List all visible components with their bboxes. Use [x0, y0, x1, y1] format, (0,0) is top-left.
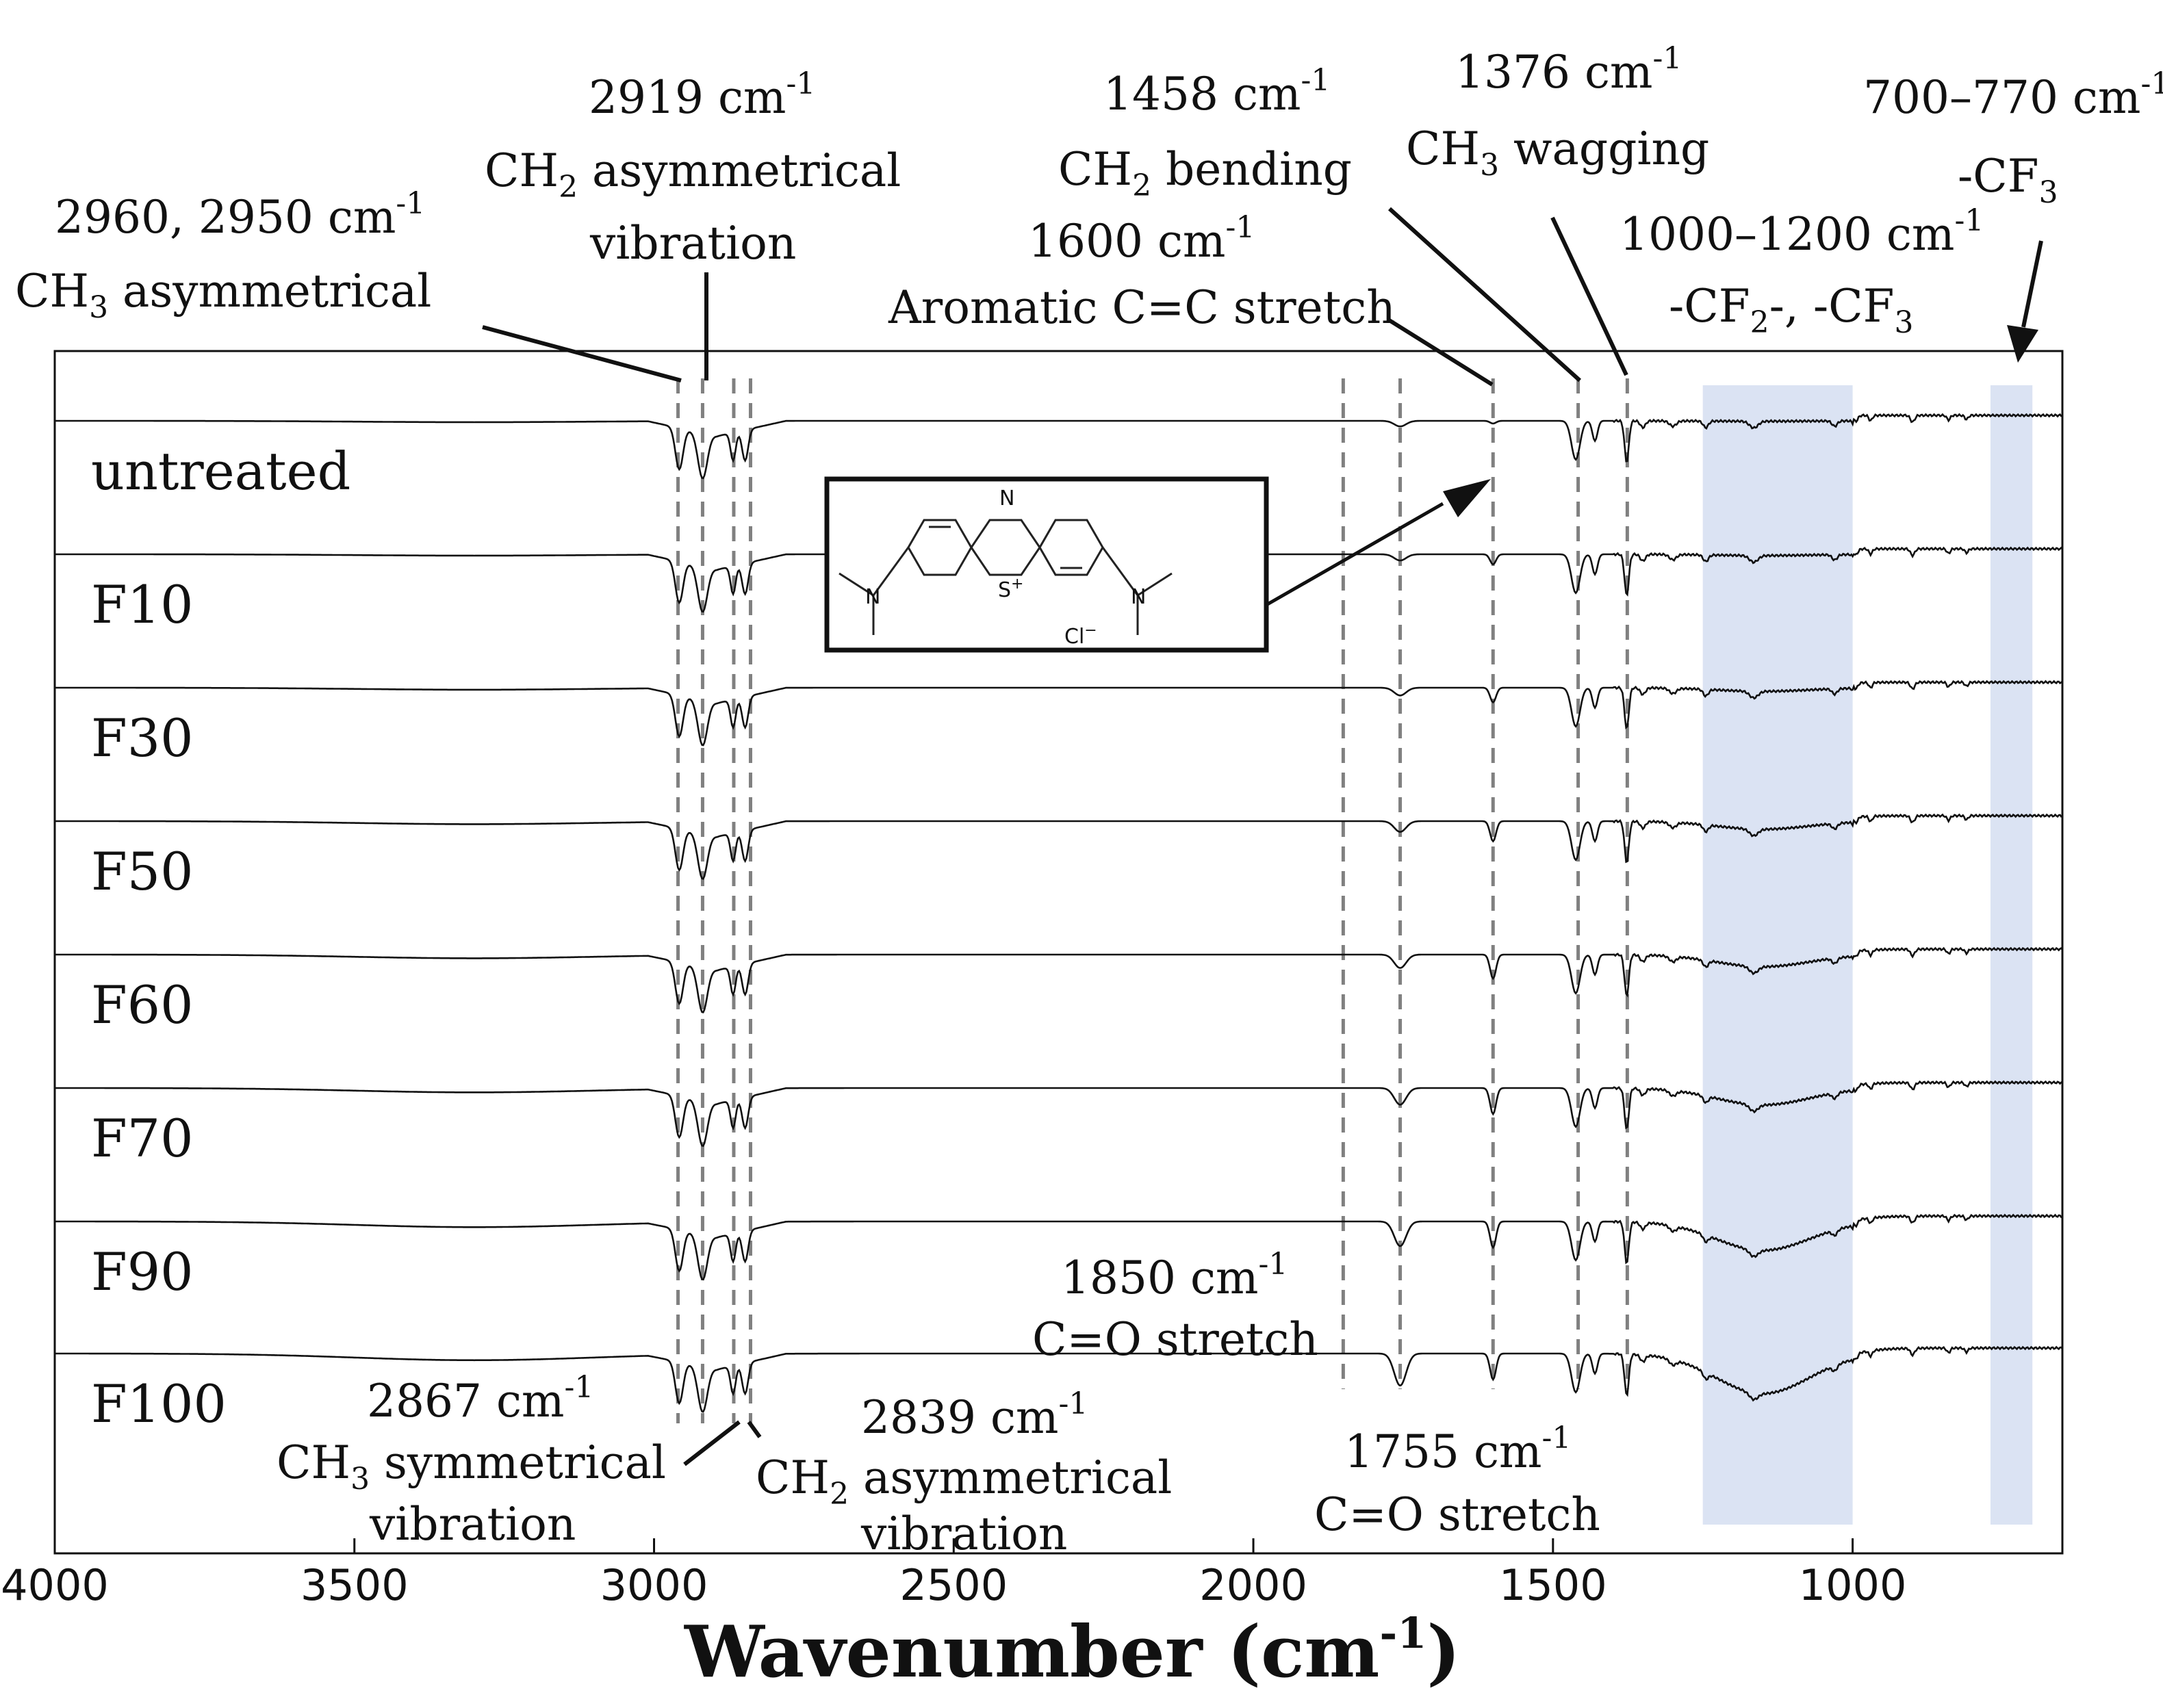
- spectrum-F70: [55, 1080, 2063, 1147]
- plot-frame: [53, 350, 2064, 1555]
- annotation-1600: 1600 cm-1 Aromatic C=C stretch: [888, 210, 1494, 387]
- spectrum-untreated: [55, 413, 2062, 480]
- annotation-2919: 2919 cm-1 CH2 asymmetrical vibration: [485, 66, 901, 380]
- atom-s: S+: [998, 575, 1023, 602]
- spectrum-F90: [55, 1213, 2063, 1281]
- shaded-region-1: [1990, 385, 2033, 1525]
- atom-cl: Cl−: [1064, 622, 1097, 649]
- svg-text:C=O stretch: C=O stretch: [1314, 1488, 1600, 1541]
- atom-n-left: N: [865, 585, 880, 609]
- svg-text:CH2 asymmetrical: CH2 asymmetrical: [756, 1451, 1172, 1512]
- annotation-2839: 2839 cm-1 CH2 asymmetrical vibration: [747, 1386, 1172, 1560]
- svg-text:CH2 bending: CH2 bending: [1058, 143, 1352, 203]
- svg-text:-CF2-, -CF3: -CF2-, -CF3: [1669, 280, 1913, 340]
- x-tick-label-2500: 2500: [899, 1560, 1008, 1610]
- x-tick-label-4000: 4000: [1, 1560, 109, 1610]
- svg-text:C=O stretch: C=O stretch: [1032, 1313, 1318, 1366]
- x-axis-ticks: 4000 3500 3000 2500 2000 1500 1000: [1, 1538, 1906, 1610]
- atom-n-right: N: [1131, 585, 1146, 609]
- series-label-F50: F50: [91, 841, 193, 902]
- svg-text:2919 cm-1: 2919 cm-1: [589, 66, 815, 124]
- annotation-1458: 1458 cm-1 CH2 bending: [1058, 63, 1582, 383]
- atom-n-top: N: [999, 487, 1014, 510]
- svg-text:-CF3: -CF3: [1958, 150, 2058, 210]
- annotation-2960: 2960, 2950 cm-1 CH3 asymmetrical: [15, 186, 682, 383]
- series-label-F10: F10: [91, 574, 193, 635]
- svg-text:2839 cm-1: 2839 cm-1: [861, 1386, 1088, 1444]
- series-label-untreated: untreated: [91, 441, 350, 502]
- annotation-700-770: 700–770 cm-1 -CF3: [1863, 66, 2163, 363]
- svg-text:vibration: vibration: [369, 1498, 576, 1551]
- svg-text:vibration: vibration: [589, 217, 796, 270]
- x-tick-label-1000: 1000: [1799, 1560, 1907, 1610]
- methylene-blue-structure-inset: N S+ N N Cl−: [824, 476, 1491, 653]
- series-label-F100: F100: [91, 1373, 227, 1434]
- series-label-F90: F90: [91, 1241, 193, 1302]
- spectrum-F100: [55, 1345, 2064, 1413]
- svg-text:1600 cm-1: 1600 cm-1: [1028, 210, 1255, 268]
- x-tick-label-2000: 2000: [1199, 1560, 1307, 1610]
- x-tick-label-1500: 1500: [1499, 1560, 1607, 1610]
- svg-text:vibration: vibration: [860, 1508, 1067, 1560]
- svg-text:2960, 2950 cm-1: 2960, 2950 cm-1: [55, 186, 425, 244]
- spectrum-F60: [55, 946, 2064, 1013]
- spectrum-F30: [55, 680, 2063, 747]
- x-tick-label-3000: 3000: [600, 1560, 708, 1610]
- series-label-F70: F70: [91, 1108, 193, 1169]
- annotation-1850: 1850 cm-1 C=O stretch: [1032, 1247, 1318, 1366]
- dashed-guides: [676, 378, 1629, 1423]
- annotation-1376: 1376 cm-1 CH3 wagging: [1406, 41, 1709, 376]
- svg-text:1000–1200 cm-1: 1000–1200 cm-1: [1620, 203, 1984, 261]
- annotation-1000-1200: 1000–1200 cm-1 -CF2-, -CF3: [1620, 203, 1984, 340]
- annotation-2867: 2867 cm-1 CH3 symmetrical vibration: [277, 1370, 741, 1551]
- svg-text:Aromatic C=C stretch: Aromatic C=C stretch: [888, 281, 1396, 334]
- svg-text:1755 cm-1: 1755 cm-1: [1344, 1421, 1571, 1478]
- svg-text:1850 cm-1: 1850 cm-1: [1061, 1247, 1288, 1304]
- series-label-F60: F60: [91, 974, 193, 1035]
- x-axis-label: Wavenumber (cm-1): [684, 1608, 1461, 1694]
- shaded-region-0: [1702, 385, 1853, 1525]
- svg-text:2867 cm-1: 2867 cm-1: [367, 1370, 593, 1427]
- shaded-regions: [1702, 385, 2033, 1525]
- svg-text:700–770 cm-1: 700–770 cm-1: [1863, 66, 2163, 124]
- annotation-1755: 1755 cm-1 C=O stretch: [1314, 1421, 1600, 1541]
- series-label-F30: F30: [91, 708, 193, 768]
- svg-text:CH3 wagging: CH3 wagging: [1406, 122, 1709, 183]
- svg-text:1376 cm-1: 1376 cm-1: [1455, 41, 1682, 99]
- spectrum-F50: [55, 813, 2063, 880]
- svg-text:CH3 symmetrical: CH3 symmetrical: [277, 1436, 666, 1497]
- svg-text:CH2 asymmetrical: CH2 asymmetrical: [485, 144, 901, 205]
- svg-text:1458 cm-1: 1458 cm-1: [1103, 63, 1330, 120]
- inset-frame: [824, 476, 1269, 653]
- svg-text:CH3 asymmetrical: CH3 asymmetrical: [15, 265, 431, 325]
- spectra: [55, 413, 2064, 1413]
- x-tick-label-3500: 3500: [300, 1560, 409, 1610]
